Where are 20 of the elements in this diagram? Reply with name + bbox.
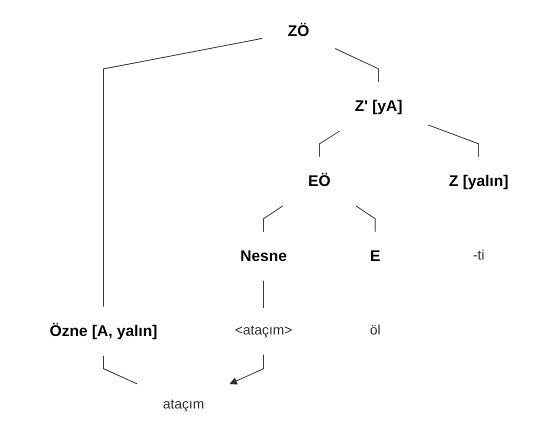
connector xyxy=(428,124,480,158)
connector xyxy=(263,205,284,232)
connector xyxy=(334,48,380,82)
node-text: EÖ xyxy=(308,172,331,190)
node-text: Özne [A, yalın] xyxy=(50,322,158,340)
node-text: öl xyxy=(370,323,381,338)
connector xyxy=(263,280,264,308)
arrow xyxy=(230,354,264,384)
node-text: E xyxy=(370,247,380,264)
node-text: ZÖ xyxy=(288,22,310,40)
node-text: Nesne xyxy=(240,247,287,264)
node-text: Z' [yA] xyxy=(354,97,402,115)
connector xyxy=(356,205,376,232)
node-text: ataçım xyxy=(162,397,204,412)
connector xyxy=(103,38,262,308)
node-text: Z [yalın] xyxy=(448,172,508,190)
connector xyxy=(103,355,138,384)
node-text: <ataçım> xyxy=(234,323,292,338)
node-text: -ti xyxy=(472,248,484,264)
connector xyxy=(318,130,340,158)
